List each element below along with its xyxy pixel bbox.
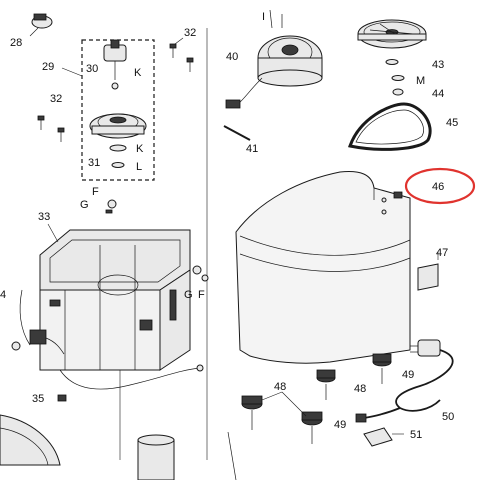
label-k-mid: K [136, 143, 144, 155]
part-i-cable[interactable] [269, 9, 283, 29]
part-50-power-cord[interactable] [355, 339, 454, 423]
label-l: L [136, 161, 142, 173]
label-44: 44 [432, 88, 444, 100]
part-41-rod[interactable] [223, 125, 251, 141]
label-49-a: 49 [402, 369, 414, 381]
label-i: I [262, 11, 265, 23]
part-30-lid-arm[interactable] [103, 39, 127, 90]
part-35-wire[interactable] [57, 364, 204, 402]
label-33: 33 [38, 211, 50, 223]
label-51: 51 [410, 429, 422, 441]
label-48-a: 48 [274, 381, 286, 393]
part-48-foot-left[interactable] [241, 395, 263, 430]
leader-33 [47, 223, 59, 243]
label-40: 40 [226, 51, 238, 63]
label-31: 31 [88, 157, 100, 169]
part-31-lid-disc[interactable] [89, 113, 147, 168]
part-33-inner-case[interactable] [39, 229, 191, 371]
label-m: M [416, 75, 425, 87]
label-32-top: 32 [184, 27, 196, 39]
label-g-left: G [80, 199, 89, 211]
screw-f-g-left[interactable] [105, 199, 117, 214]
highlight-circle-46 [404, 167, 476, 205]
part-40-motor[interactable] [225, 35, 323, 109]
screw-f-g-right[interactable] [192, 265, 209, 282]
label-35: 35 [32, 393, 44, 405]
label-k-top: K [134, 67, 142, 79]
label-46: 46 [432, 181, 444, 193]
label-g-right: G [184, 289, 193, 301]
label-43: 43 [432, 59, 444, 71]
part-28-knob[interactable] [29, 13, 53, 37]
part-45-drive-belt[interactable] [348, 102, 432, 151]
label-41: 41 [246, 143, 258, 155]
screw-32-top[interactable] [169, 37, 194, 72]
label-f-right: F [198, 289, 205, 301]
label-32-left: 32 [50, 93, 62, 105]
part-44-nut[interactable] [392, 88, 404, 96]
label-4: 4 [0, 289, 6, 301]
part-47-label[interactable] [417, 252, 439, 291]
label-47: 47 [436, 247, 448, 259]
label-49-b: 49 [334, 419, 346, 431]
label-f-left: F [92, 186, 99, 198]
part-m-washer[interactable] [391, 75, 405, 81]
bottom-cup-partial [137, 434, 175, 480]
bottom-rod [227, 431, 237, 480]
part-48-foot-back-left[interactable] [316, 369, 336, 400]
leader-29 [61, 67, 83, 77]
part-48-foot-back-right[interactable] [372, 353, 392, 384]
label-50: 50 [442, 411, 454, 423]
bottom-left-pan-partial [0, 414, 61, 466]
label-29: 29 [42, 61, 54, 73]
label-45: 45 [446, 117, 458, 129]
part-43-pulley[interactable] [357, 19, 427, 65]
leader-48 [261, 391, 307, 417]
label-48-b: 48 [354, 383, 366, 395]
part-51-pad[interactable] [363, 427, 404, 447]
label-30: 30 [86, 63, 98, 75]
label-28: 28 [10, 37, 22, 49]
part-4-wire-harness[interactable] [11, 289, 65, 355]
screw-32-left[interactable] [37, 115, 65, 142]
part-46-outer-case[interactable] [235, 171, 411, 364]
part-48-foot-mid[interactable] [301, 411, 323, 444]
